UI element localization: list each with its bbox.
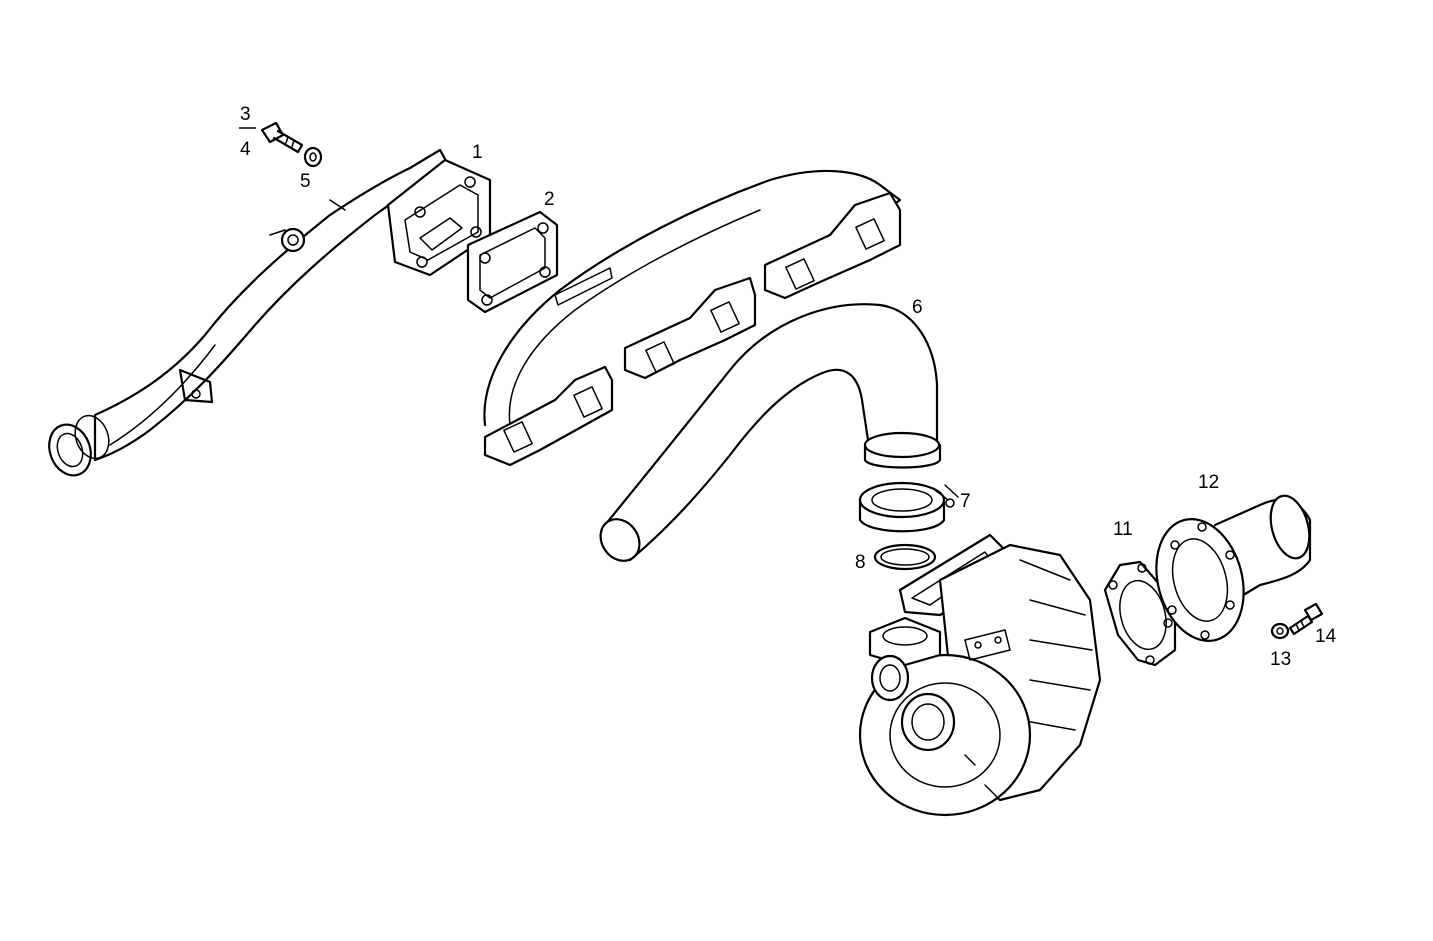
turbocharger	[858, 533, 1102, 817]
callout-14: 14	[1315, 626, 1337, 647]
callout-13: 13	[1270, 649, 1291, 670]
callout-12: 12	[1198, 472, 1219, 493]
callout-5: 5	[300, 171, 311, 192]
part-14-bolt	[1288, 602, 1324, 636]
part-1-exhaust-pipe	[48, 148, 492, 477]
callout-6: 6	[912, 297, 923, 318]
part-13-washer	[1270, 622, 1290, 640]
callout-1: 1	[472, 142, 483, 163]
callout-3: 3	[240, 104, 251, 125]
part-11-gasket	[1103, 560, 1177, 667]
part-6-bent-pipe	[599, 303, 942, 562]
part-5-washer	[303, 146, 323, 168]
part-7-clamp	[858, 481, 959, 533]
part-3-4-bolt	[260, 121, 304, 154]
part-8-o-ring	[873, 543, 937, 571]
exhaust-manifold	[483, 169, 902, 467]
part-12-outlet-elbow	[1155, 494, 1312, 642]
callout-8: 8	[855, 552, 866, 573]
callout-7: 7	[960, 491, 971, 512]
callout-11: 11	[1113, 519, 1133, 540]
callout-2: 2	[544, 189, 555, 210]
callout-4: 4	[240, 139, 251, 160]
part-2-gasket	[466, 210, 559, 314]
